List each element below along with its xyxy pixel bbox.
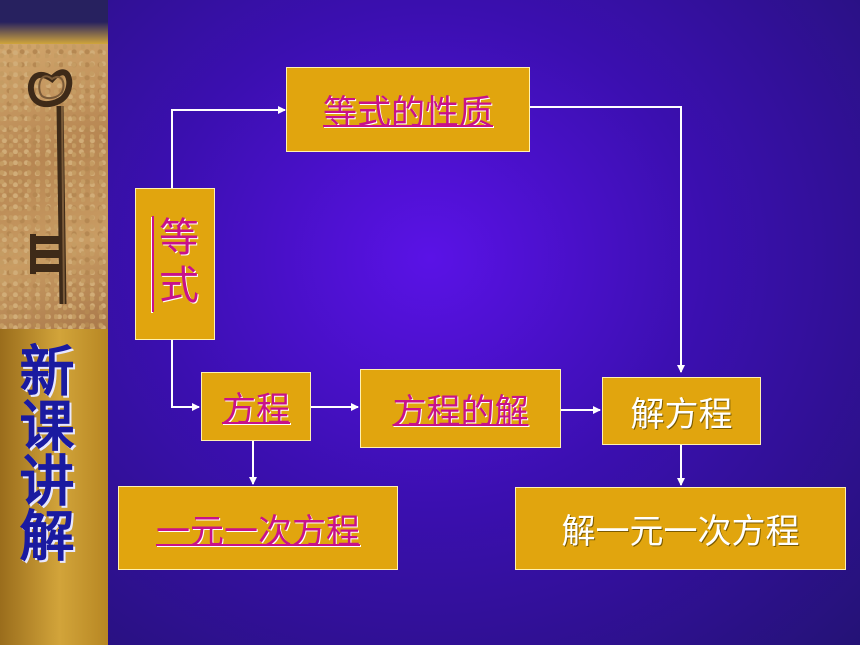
node-solve-linear[interactable]: 解一元一次方程 xyxy=(515,487,846,570)
node-linear-equation[interactable]: 一元一次方程 xyxy=(118,486,398,570)
node-equation[interactable]: 等式 xyxy=(135,188,215,340)
strip-top-band xyxy=(0,0,108,44)
node-equation-label[interactable]: 等式 xyxy=(152,216,198,312)
node-solve[interactable]: 解方程 xyxy=(602,377,761,445)
node-solve-label: 解方程 xyxy=(630,394,733,435)
node-equation-properties[interactable]: 等式的性质 xyxy=(286,67,530,152)
node-fangcheng[interactable]: 方程 xyxy=(201,372,311,441)
node-equation-properties-label[interactable]: 等式的性质 xyxy=(323,93,493,133)
node-linear-equation-label[interactable]: 一元一次方程 xyxy=(156,511,360,552)
key-photo xyxy=(0,44,108,329)
node-fangcheng-label[interactable]: 方程 xyxy=(222,390,290,430)
node-solve-linear-label: 解一元一次方程 xyxy=(561,512,800,552)
section-title: 新课讲解 xyxy=(10,342,75,562)
node-solution-label[interactable]: 方程的解 xyxy=(392,392,529,432)
node-solution[interactable]: 方程的解 xyxy=(360,369,561,448)
key-icon xyxy=(27,69,73,305)
